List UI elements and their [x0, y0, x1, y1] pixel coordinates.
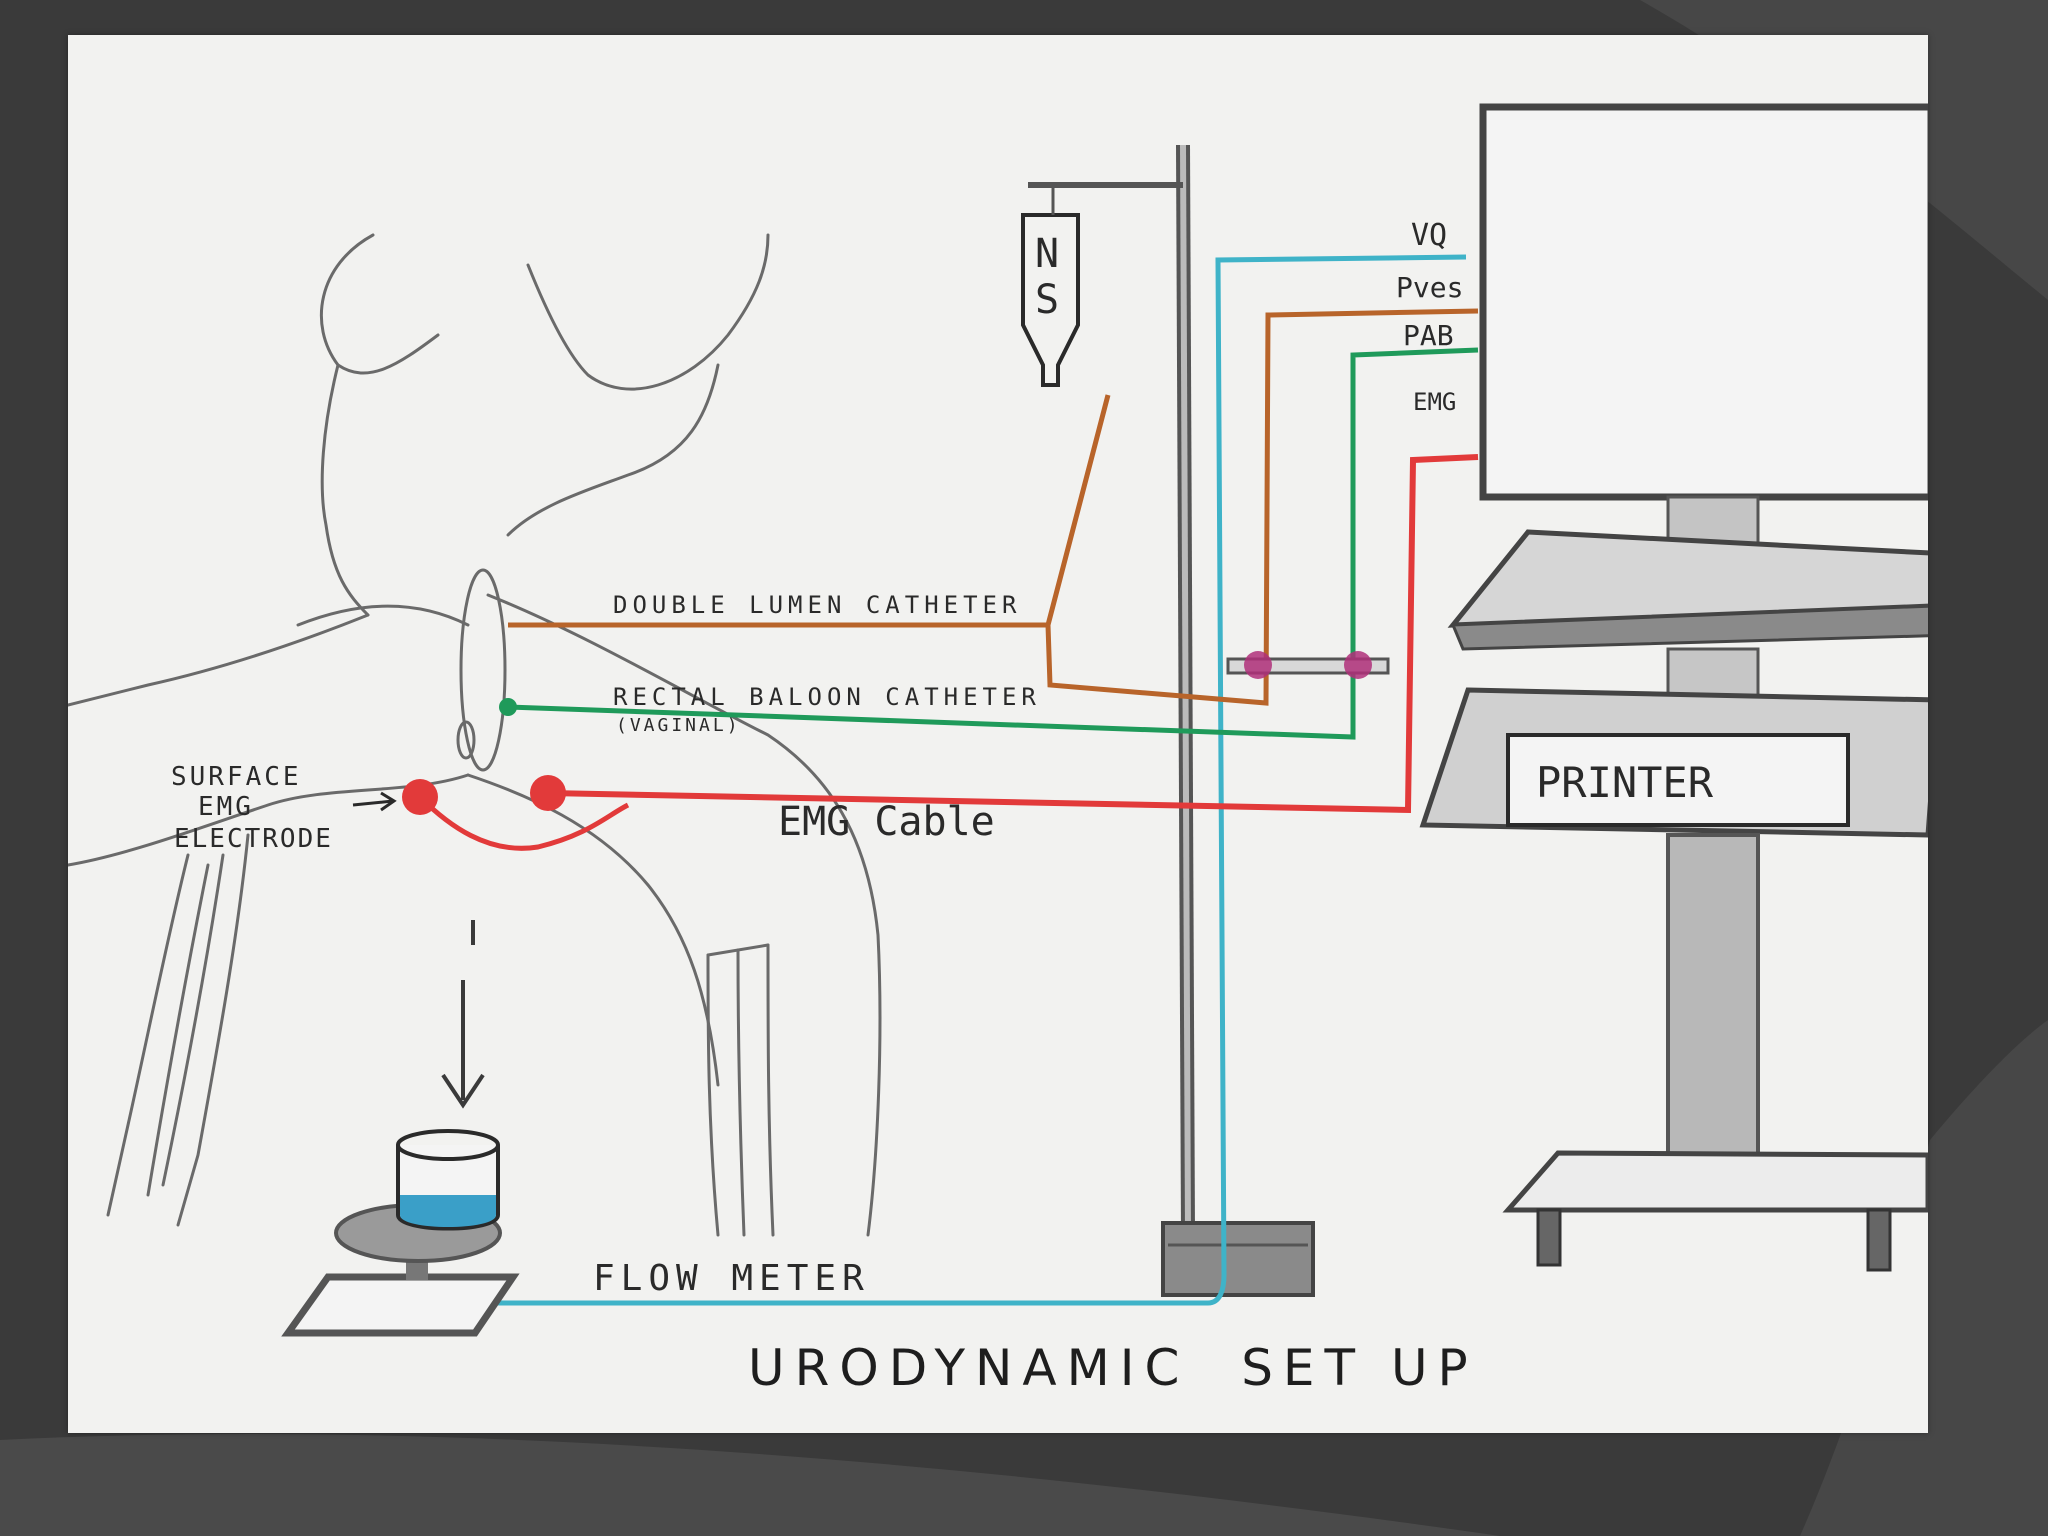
flow-meter-label: FLOW METER	[593, 1258, 870, 1299]
electrode-pointer-arrow	[352, 791, 397, 812]
rectal-balloon-catheter	[507, 347, 1479, 740]
catheter-tip-green	[499, 698, 517, 716]
flow-meter-cable	[483, 254, 1467, 1306]
emg-electrode-left	[402, 779, 438, 815]
saline-bag	[1021, 185, 1080, 387]
saline-bag-label-s: S	[1035, 277, 1059, 323]
surface-emg-label-1: SURFACE	[171, 762, 302, 792]
transducer-connector	[1226, 651, 1390, 679]
label-pves: Pves	[1396, 271, 1463, 304]
urine-flow-arrow	[441, 920, 485, 1109]
emg-electrode-right	[530, 775, 566, 811]
emg-cable-loop	[418, 795, 630, 851]
double-lumen-catheter-label: DOUBLE LUMEN CATHETER	[613, 591, 1021, 619]
surface-emg-label-2: EMG	[198, 792, 254, 822]
patient-sketch	[68, 233, 882, 1237]
label-pab: PAB	[1403, 319, 1454, 352]
rectal-balloon-catheter-label: RECTAL BALOON CATHETER	[613, 683, 1041, 711]
cart-stand	[1502, 833, 1928, 1272]
rectal-balloon-sub-label: (VAGINAL)	[616, 715, 741, 736]
double-lumen-branch	[1045, 308, 1479, 706]
surface-emg-label-3: ELECTRODE	[174, 824, 333, 854]
emg-cable-label: EMG Cable	[778, 799, 995, 845]
monitor	[1479, 103, 1928, 549]
flow-meter	[281, 1129, 520, 1337]
urodynamic-setup-diagram: N S PRINTER	[68, 103, 1928, 1397]
label-vq: VQ	[1411, 218, 1447, 253]
printer	[1419, 687, 1928, 838]
emg-cable	[547, 454, 1479, 814]
printer-label: PRINTER	[1536, 758, 1714, 807]
diagram-title: URODYNAMIC SET UP	[748, 1339, 1478, 1397]
saline-bag-label-n: N	[1035, 231, 1059, 277]
label-emg: EMG	[1413, 388, 1456, 416]
drawing-paper: N S PRINTER	[68, 35, 1928, 1433]
